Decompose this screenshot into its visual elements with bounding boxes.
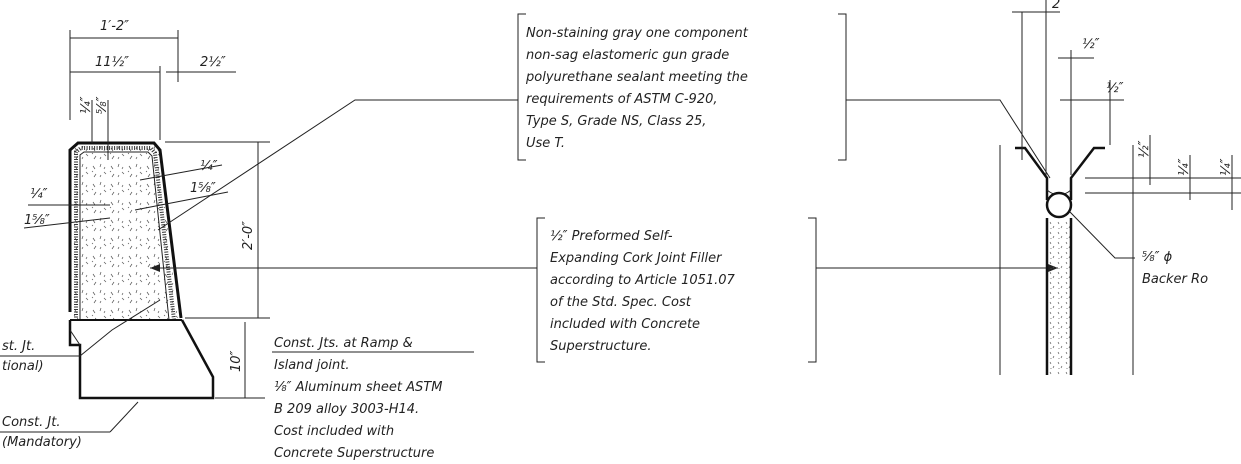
- barrier-concrete: [73, 143, 178, 320]
- sealant-note-line-1: non-sag elastomeric gun grade: [526, 48, 729, 63]
- dim-left-five-eighths: 1⅝″: [24, 213, 50, 228]
- backer-rod-label-1: ⅝″ ϕ: [1142, 250, 1173, 265]
- ramp-note-line-1: Island joint.: [274, 358, 349, 373]
- filler-note-line-3: of the Std. Spec. Cost: [550, 295, 692, 310]
- filler-note-line-5: Superstructure.: [550, 339, 652, 354]
- sealant-note: Non-staining gray one component non-sag …: [157, 13, 1051, 231]
- dim-joint-half-1: ½″: [1082, 37, 1100, 52]
- barrier-dimensions: 1′-2″ 11½″ 2½″ ¼″ ⅝″ ¼″ 1⅝″ ¼″ 1⅝″ 2′-0″…: [23, 19, 270, 399]
- left-callouts: st. Jt. tional) Const. Jt. (Mandatory): [0, 299, 161, 450]
- sealant-note-line-0: Non-staining gray one component: [526, 26, 749, 41]
- sealant-note-line-5: Use T.: [526, 136, 565, 151]
- label-const-jt-mandatory-1: Const. Jt.: [2, 415, 60, 430]
- ramp-note: Const. Jts. at Ramp & Island joint. ⅛″ A…: [272, 336, 474, 461]
- label-const-jt-mandatory-2: (Mandatory): [2, 435, 82, 450]
- sealant-note-line-4: Type S, Grade NS, Class 25,: [526, 114, 706, 129]
- dim-width-right: 2½″: [200, 55, 226, 70]
- backer-rod-callout: ⅝″ ϕ Backer Ro: [1069, 211, 1208, 287]
- ramp-note-line-2: ⅛″ Aluminum sheet ASTM: [274, 380, 442, 395]
- dim-joint-quarter-1: ¼″: [1177, 158, 1192, 176]
- ramp-note-line-5: Concrete Superstructure: [274, 446, 434, 461]
- label-const-jt-optional-1: st. Jt.: [2, 339, 35, 354]
- backer-rod: [1045, 191, 1073, 219]
- barrier-liner: [74, 146, 176, 321]
- dim-joint-width: 2: [1052, 0, 1060, 12]
- ramp-note-line-4: Cost included with: [274, 424, 394, 439]
- filler-note-line-4: included with Concrete: [550, 317, 700, 332]
- label-const-jt-optional-2: tional): [2, 359, 44, 374]
- dim-base-height: 10″: [229, 350, 244, 372]
- base-chamfer: [69, 329, 81, 346]
- joint-detail: [999, 145, 1134, 375]
- dim-width-total: 1′-2″: [100, 19, 129, 34]
- filler-note-line-2: according to Article 1051.07: [550, 273, 736, 288]
- joint-dimensions: 2 ½″ ½″ ½″ ¼″ ¼″: [1012, 0, 1241, 210]
- sealant-note-line-2: polyurethane sealant meeting the: [525, 70, 748, 85]
- cork-filler: [1047, 220, 1071, 375]
- dim-right-five-eighths: 1⅝″: [190, 181, 216, 196]
- dim-height: 2′-0″: [241, 221, 256, 250]
- filler-note-line-0: ½″ Preformed Self-: [550, 229, 673, 244]
- dim-top-five-eighths: ⅝″: [95, 96, 110, 114]
- sealant-note-line-3: requirements of ASTM C-920,: [526, 92, 718, 107]
- dim-joint-half-2: ½″: [1106, 81, 1124, 96]
- dim-joint-half-3: ½″: [1137, 140, 1152, 158]
- filler-note-line-1: Expanding Cork Joint Filler: [550, 251, 723, 266]
- dim-width-top: 11½″: [95, 55, 129, 70]
- barrier-liner-inner: [79, 151, 170, 321]
- backer-rod-label-2: Backer Ro: [1142, 272, 1208, 287]
- dim-joint-quarter-2: ¼″: [1219, 158, 1234, 176]
- barrier-section: [68, 141, 215, 400]
- ramp-note-line-3: B 209 alloy 3003-H14.: [274, 402, 419, 417]
- barrier-outline: [68, 141, 183, 319]
- ramp-note-line-0: Const. Jts. at Ramp &: [274, 336, 413, 351]
- filler-note: ½″ Preformed Self- Expanding Cork Joint …: [150, 217, 1058, 363]
- barrier-base: [68, 319, 215, 400]
- dim-left-quarter: ¼″: [30, 187, 48, 202]
- dim-top-quarter: ¼″: [79, 96, 94, 114]
- dim-right-quarter: ¼″: [200, 159, 218, 174]
